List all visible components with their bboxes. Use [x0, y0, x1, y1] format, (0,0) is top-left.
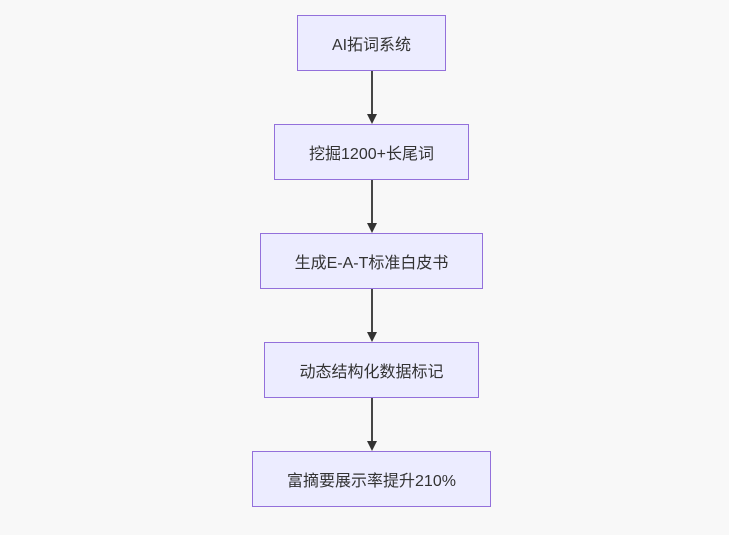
- arrow-down-icon: [366, 289, 377, 342]
- flow-node: 动态结构化数据标记: [264, 342, 479, 398]
- arrow-down-icon: [366, 398, 377, 451]
- flow-node-label: 动态结构化数据标记: [299, 364, 444, 381]
- arrow-down-icon: [366, 71, 377, 124]
- flow-node-label: 挖掘1200+长尾词: [309, 146, 434, 163]
- flow-node-label: AI拓词系统: [331, 37, 412, 54]
- flow-node: 富摘要展示率提升210%: [252, 451, 491, 507]
- flow-node: 挖掘1200+长尾词: [274, 124, 469, 180]
- flowchart-column: AI拓词系统挖掘1200+长尾词生成E-A-T标准白皮书动态结构化数据标记富摘要…: [252, 15, 491, 507]
- flow-node: AI拓词系统: [296, 15, 447, 71]
- flow-node-label: 富摘要展示率提升210%: [287, 473, 456, 490]
- flow-node: 生成E-A-T标准白皮书: [259, 233, 484, 289]
- flow-node-label: 生成E-A-T标准白皮书: [294, 255, 449, 272]
- arrow-down-icon: [366, 180, 377, 233]
